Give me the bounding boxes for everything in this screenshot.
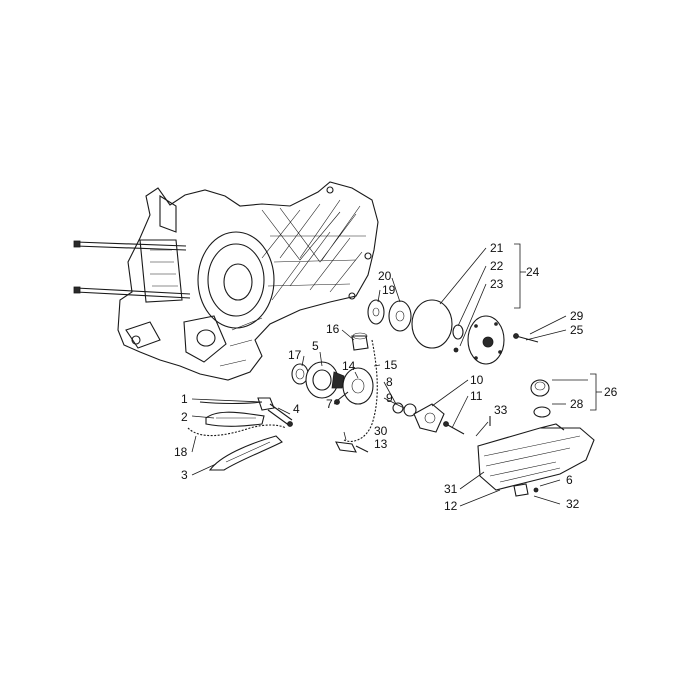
callout-2: 2	[181, 410, 188, 424]
leader-lines	[191, 247, 588, 507]
o-ring-part-28	[533, 406, 551, 418]
oil-pump-part-5	[305, 361, 345, 399]
callout-30: 30	[374, 424, 388, 438]
filler-cap-part-26	[530, 379, 550, 397]
callout-4: 4	[293, 402, 300, 416]
callout-17: 17	[288, 348, 302, 362]
gasket-plate-part-2	[205, 411, 265, 427]
crankcase-housing	[117, 181, 379, 381]
plug-part-16	[351, 332, 369, 351]
callout-24: 24	[526, 265, 540, 279]
callout-19: 19	[382, 283, 396, 297]
group-bracket-24	[514, 243, 526, 309]
pin-part-23	[453, 347, 459, 353]
group-bracket-26	[590, 373, 602, 411]
guide-bracket-part-3	[208, 435, 283, 471]
callout-1: 1	[181, 392, 188, 406]
cover-plate-part-24	[467, 315, 505, 365]
bolt-part-11	[443, 421, 465, 435]
callout-labels: 1 2 3 4 5 6 7 8 9 10 11 12 13 14 15 16 1…	[174, 241, 618, 513]
callout-16: 16	[326, 322, 340, 336]
drain-plug-part-6-32	[513, 483, 539, 497]
callout-28: 28	[570, 397, 584, 411]
screw-part-25-29	[513, 333, 539, 343]
o-ring-part-21	[411, 299, 453, 349]
oil-sump-part-31	[477, 423, 595, 491]
callout-12: 12	[444, 499, 458, 513]
callout-25: 25	[570, 323, 584, 337]
bypass-valve-part-10	[413, 403, 445, 433]
callout-9: 9	[386, 391, 393, 405]
filter-disc-part-19	[367, 299, 385, 325]
callout-23: 23	[490, 277, 504, 291]
filter-part-8-9	[392, 402, 417, 417]
callout-29: 29	[570, 309, 584, 323]
callout-20: 20	[378, 269, 392, 283]
callout-31: 31	[444, 482, 458, 496]
callout-5: 5	[312, 339, 319, 353]
drive-chain-part-15	[343, 339, 378, 442]
callout-13: 13	[374, 437, 388, 451]
callout-15: 15	[384, 358, 398, 372]
callout-6: 6	[566, 473, 573, 487]
callout-32: 32	[566, 497, 580, 511]
callout-7: 7	[326, 397, 333, 411]
cylinder-studs	[73, 240, 191, 299]
pump-sprocket-part-14	[342, 367, 374, 405]
oil-pipe-part-1	[199, 397, 275, 411]
callout-11: 11	[470, 389, 483, 403]
screw-part-7	[334, 391, 349, 405]
gasket-part-20	[388, 300, 412, 332]
bolts-part-4	[267, 403, 293, 427]
washer-part-22	[452, 324, 464, 340]
callout-8: 8	[386, 375, 393, 389]
callout-26: 26	[604, 385, 618, 399]
callout-3: 3	[181, 468, 188, 482]
callout-22: 22	[490, 259, 504, 273]
callout-21: 21	[490, 241, 504, 255]
bolt-part-30-13	[335, 441, 369, 453]
callout-14: 14	[342, 359, 356, 373]
callout-18: 18	[174, 445, 188, 459]
callout-10: 10	[470, 373, 484, 387]
callout-33: 33	[494, 403, 508, 417]
chain-part-18	[187, 424, 287, 437]
